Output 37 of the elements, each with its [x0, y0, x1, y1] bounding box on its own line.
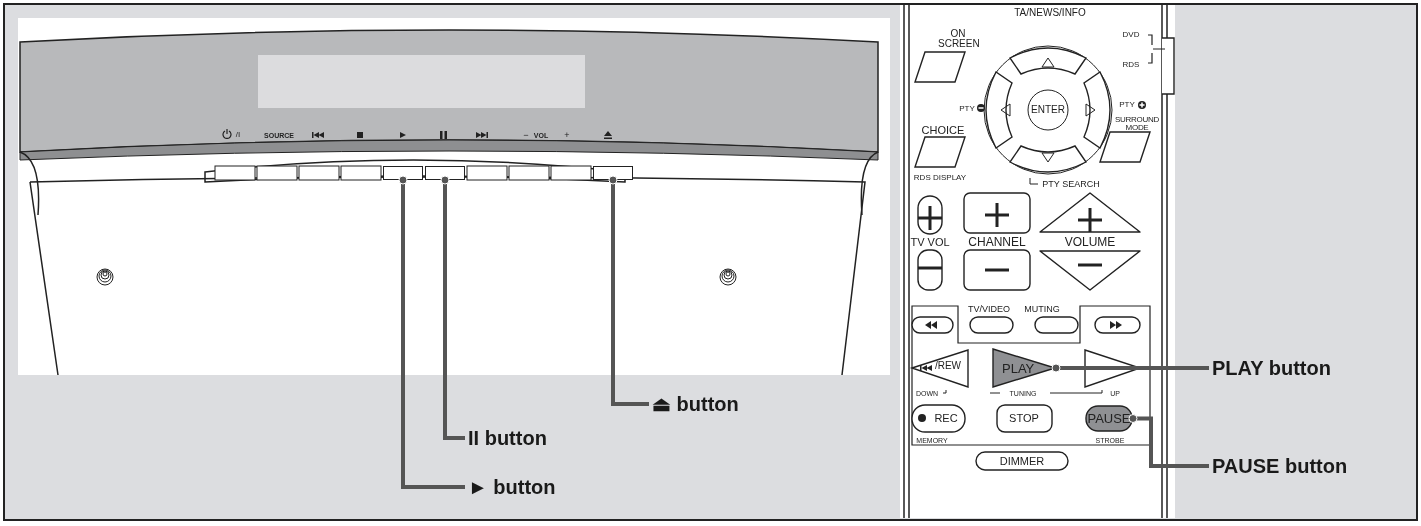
button-label: VOLUME	[1064, 236, 1116, 248]
button-label: STOP	[1009, 412, 1039, 424]
leader-line	[1128, 414, 1209, 468]
button-label: DIMMER	[999, 455, 1045, 467]
callout-label: II button	[468, 426, 547, 450]
power-label: /I	[235, 131, 241, 139]
volume-minus-label: −	[523, 130, 529, 140]
button-label: MUTING	[1024, 304, 1060, 314]
button-label: PTY SEARCH	[1042, 179, 1100, 189]
button-label: REC	[934, 412, 958, 424]
callout-label: ► button	[468, 475, 556, 499]
pause-button: PAUSE	[1085, 405, 1133, 432]
switch-label: DVD	[1122, 31, 1140, 39]
button-label: TV VOL	[910, 236, 950, 248]
volume-plus-label: +	[564, 130, 570, 140]
button-label: CHOICE	[921, 124, 965, 136]
button-label: TV/VIDEO	[968, 304, 1010, 314]
callout-label: PLAY button	[1212, 356, 1331, 380]
button-label: /REW	[934, 361, 962, 371]
callout-label: ⏏ button	[652, 392, 739, 416]
button-label: ON SCREEN	[938, 29, 978, 49]
callout-label: PAUSE button	[1212, 454, 1348, 478]
button-label: PTY	[959, 105, 975, 113]
button-label: RDS DISPLAY	[913, 174, 967, 182]
button-label: ENTER	[1031, 105, 1065, 115]
leader-line	[398, 175, 465, 489]
leader-line	[1051, 363, 1209, 373]
front-panel-button	[593, 166, 633, 180]
leader-line	[608, 175, 649, 406]
front-panel-button	[383, 166, 423, 180]
switch-label: RDS	[1122, 61, 1140, 69]
button-label: CHANNEL	[968, 236, 1026, 248]
button-label: TA/NEWS/INFO	[1014, 8, 1086, 18]
button-label: PTY	[1119, 101, 1135, 109]
front-panel-button	[425, 166, 465, 180]
button-label: SURROUND MODE	[1114, 116, 1160, 132]
leader-line	[440, 175, 465, 440]
